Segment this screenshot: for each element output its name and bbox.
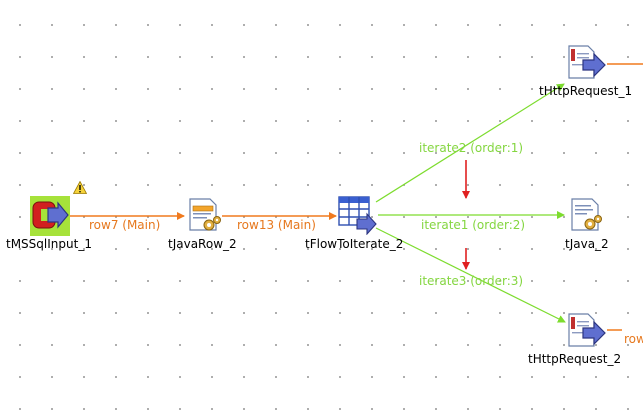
component-tjava-2[interactable] [566, 196, 606, 236]
flow-to-iterate-icon [338, 196, 377, 236]
component-label-tmssqlinput-1[interactable]: tMSSqlInput_1 [6, 237, 92, 251]
component-label-tjava-2[interactable]: tJava_2 [565, 237, 609, 251]
link-label-row13[interactable]: row13 (Main) [237, 218, 316, 232]
java-row-icon [189, 198, 221, 231]
link-label-iterate2[interactable]: iterate2 (order:1) [419, 141, 524, 155]
link-label-iterate3[interactable]: iterate3 (order:3) [419, 274, 524, 288]
link-label-row7[interactable]: row7 (Main) [89, 218, 161, 232]
database-input-icon [30, 196, 70, 236]
component-tjavarow-2[interactable] [184, 196, 224, 236]
link-label-row-out[interactable]: row [624, 332, 643, 346]
link-iterate3-line[interactable] [375, 227, 566, 323]
link-iterate2-line[interactable] [375, 83, 565, 203]
http-request-icon [568, 45, 606, 79]
component-tmssqlinput-1[interactable] [30, 196, 70, 236]
component-thttprequest-2[interactable] [566, 312, 606, 352]
link-label-iterate1[interactable]: iterate1 (order:2) [421, 218, 526, 232]
component-label-tjavarow-2[interactable]: tJavaRow_2 [168, 237, 237, 251]
component-label-thttprequest-2[interactable]: tHttpRequest_2 [528, 352, 622, 366]
component-tflowtoiterate-2[interactable] [337, 195, 377, 236]
http-request-icon [568, 313, 606, 347]
warning-icon[interactable] [72, 179, 88, 194]
java-icon [571, 198, 602, 231]
component-label-thttprequest-1[interactable]: tHttpRequest_1 [539, 84, 633, 98]
component-thttprequest-1[interactable] [566, 44, 606, 84]
component-label-tflowtoiterate-2[interactable]: tFlowToIterate_2 [305, 237, 404, 251]
